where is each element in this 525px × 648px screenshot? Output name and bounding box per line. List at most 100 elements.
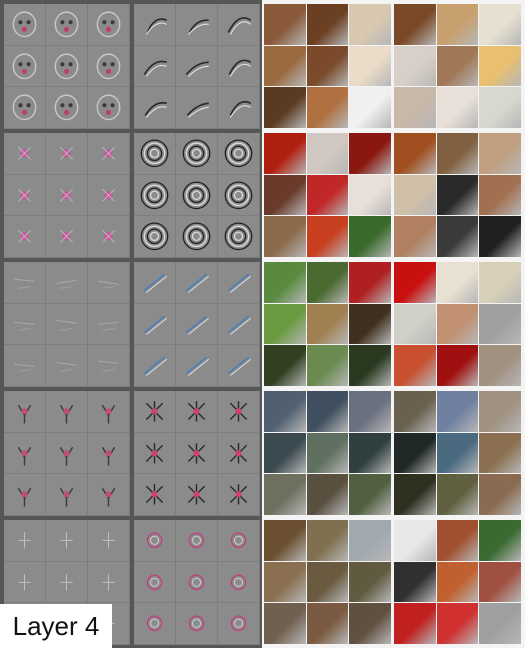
feature-glyph <box>60 188 73 202</box>
feature-glyph <box>185 61 209 77</box>
feature-tile <box>4 303 46 346</box>
feature-tile <box>176 561 218 604</box>
feature-glyph <box>227 315 252 335</box>
photo-patch <box>264 174 306 216</box>
feature-glyph <box>145 401 164 422</box>
feature-tile <box>134 474 176 516</box>
photo-patch <box>264 345 306 386</box>
photo-patch <box>306 432 349 474</box>
feature-block-radial-pattern-features <box>134 391 260 516</box>
feature-tile <box>46 133 88 175</box>
photo-group-spirals-and-rings <box>394 133 522 258</box>
photo-patch <box>264 474 306 515</box>
photo-patch <box>349 603 391 644</box>
photo-patch <box>436 45 479 87</box>
photo-patch <box>436 4 479 45</box>
feature-tile <box>4 391 46 433</box>
feature-glyph <box>188 615 205 632</box>
photo-patch <box>479 303 521 345</box>
photo-group-round-objects <box>394 4 522 129</box>
feature-glyph <box>187 401 206 422</box>
feature-glyph <box>146 532 163 549</box>
feature-tile <box>218 561 260 604</box>
feature-tile <box>46 345 88 387</box>
feature-glyph <box>17 404 32 424</box>
photo-patch <box>306 87 349 128</box>
feature-tile <box>88 4 130 46</box>
feature-glyph <box>185 273 210 293</box>
feature-tile <box>4 474 46 516</box>
feature-tile <box>134 561 176 604</box>
feature-glyph <box>227 17 252 35</box>
photo-patch <box>394 561 436 603</box>
feature-tile <box>88 391 130 433</box>
feature-glyph <box>96 53 121 79</box>
feature-tile <box>134 45 176 88</box>
feature-tile <box>134 345 176 387</box>
feature-glyph <box>18 573 31 591</box>
feature-glyph <box>143 356 168 377</box>
photo-patch <box>394 603 436 644</box>
photo-patch <box>306 45 349 87</box>
feature-tile <box>4 87 46 129</box>
feature-glyph <box>18 532 31 549</box>
photo-patch <box>306 561 349 603</box>
photo-patch <box>479 174 521 216</box>
feature-glyph <box>59 446 74 466</box>
feature-glyph <box>227 356 252 377</box>
feature-glyph <box>185 315 210 335</box>
photo-patch <box>306 391 349 432</box>
feature-glyph <box>101 404 116 424</box>
feature-tile <box>88 474 130 516</box>
photo-patch <box>394 216 436 257</box>
feature-glyph <box>182 222 211 251</box>
feature-tile <box>46 474 88 516</box>
feature-tile <box>134 262 176 304</box>
feature-glyph <box>140 139 169 168</box>
photo-patch <box>349 133 391 174</box>
feature-glyph <box>98 280 119 289</box>
photo-patch <box>479 561 521 603</box>
feature-tile <box>4 520 46 562</box>
photo-group-water-and-birds <box>264 391 392 516</box>
feature-glyph <box>187 484 206 505</box>
photo-patch <box>479 603 521 644</box>
feature-tile <box>88 345 130 387</box>
feature-glyph <box>140 222 169 251</box>
photo-patch <box>306 262 349 303</box>
photo-group-red-and-tan-surfaces <box>394 262 522 387</box>
feature-tile <box>88 262 130 304</box>
feature-glyph <box>56 362 77 373</box>
feature-glyph <box>230 615 247 632</box>
feature-glyph <box>140 181 169 209</box>
feature-glyph <box>60 146 73 160</box>
photo-patch <box>264 603 306 644</box>
feature-tile <box>134 432 176 475</box>
feature-glyph <box>224 181 253 209</box>
feature-tile <box>176 391 218 433</box>
feature-tile <box>134 174 176 217</box>
photo-patch <box>394 432 436 474</box>
photo-patch <box>349 216 391 257</box>
feature-tile <box>176 303 218 346</box>
feature-tile <box>88 432 130 475</box>
feature-tile <box>134 4 176 46</box>
feature-glyph <box>96 94 121 121</box>
feature-glyph <box>60 230 73 244</box>
feature-tile <box>176 432 218 475</box>
feature-glyph <box>143 315 168 335</box>
feature-glyph <box>56 279 77 289</box>
feature-glyph <box>187 442 206 464</box>
photo-patch <box>264 133 306 174</box>
feature-block-animal-body-features <box>4 391 130 516</box>
feature-tile <box>46 432 88 475</box>
feature-tile <box>134 87 176 129</box>
feature-tile <box>218 520 260 562</box>
photo-patch <box>306 303 349 345</box>
feature-tile <box>218 603 260 645</box>
feature-tile <box>46 4 88 46</box>
photo-patch <box>264 561 306 603</box>
feature-tile <box>88 561 130 604</box>
photo-patch <box>349 4 391 45</box>
feature-tile <box>176 216 218 258</box>
